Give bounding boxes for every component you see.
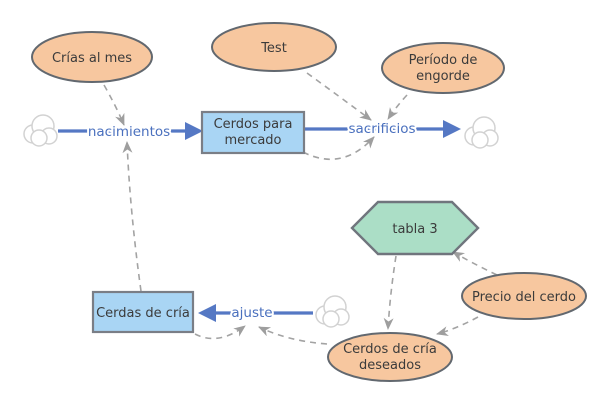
link-test-to-sacrificios: [306, 72, 372, 121]
aux-ellipse: [381, 42, 505, 94]
cloud-icon: [464, 116, 499, 149]
aux-crias-al-mes[interactable]: Crías al mes: [31, 31, 153, 83]
stock-box: [200, 110, 306, 155]
link-crias-al-mes-to-nacimientos: [103, 84, 125, 126]
flow-label-ajuste[interactable]: ajuste: [229, 303, 274, 323]
flow-arrowhead-icon: [443, 120, 461, 138]
flow-arrowhead-icon: [198, 304, 216, 322]
aux-ellipse: [327, 332, 453, 382]
stock-label: Cerdas de cría: [96, 306, 190, 321]
aux-label: Crías al mes: [52, 51, 132, 66]
stock-label-line1: Cerdos para: [214, 117, 293, 132]
flow-ajuste[interactable]: [198, 304, 313, 322]
aux-label-line1: Período de: [409, 53, 478, 68]
lookup-label: tabla 3: [392, 222, 437, 237]
flow-sacrificios[interactable]: [304, 120, 461, 138]
cloud-icon: [315, 295, 350, 328]
aux-ellipse: [31, 31, 153, 83]
link-cerdas-de-cria-to-ajuste: [194, 325, 246, 340]
flow-label-nacimientos[interactable]: nacimientos: [86, 122, 172, 142]
flow-arrowhead-icon: [185, 122, 203, 140]
aux-precio-del-cerdo[interactable]: Precio del cerdo: [461, 272, 587, 320]
aux-label-line2: engorde: [416, 69, 470, 84]
link-cerdos-para-mercado-to-sacrificios: [302, 136, 375, 160]
link-precio-del-cerdo-to-cerdos-de-cria-deseados: [436, 316, 479, 337]
link-cerdos-de-cria-deseados-to-ajuste: [258, 326, 328, 345]
stock-cerdas-de-cria[interactable]: Cerdas de cría: [91, 290, 195, 334]
stock-box: [91, 290, 195, 334]
aux-cerdos-de-cria-deseados[interactable]: Cerdos de cría deseados: [327, 332, 453, 382]
lookup-hexagon: [350, 200, 480, 256]
link-periodo-de-engorde-to-sacrificios: [387, 94, 408, 120]
stock-cerdos-para-mercado[interactable]: Cerdos para mercado: [200, 110, 306, 155]
cloud-icon: [23, 114, 58, 147]
link-cerdas-de-cria-to-nacimientos: [122, 141, 142, 292]
link-tabla-3-to-cerdos-de-cria-deseados: [383, 255, 397, 330]
aux-label: Precio del cerdo: [472, 290, 576, 305]
aux-periodo-de-engorde[interactable]: Período de engorde: [381, 42, 505, 94]
flow-label-sacrificios[interactable]: sacrificios: [347, 119, 418, 139]
aux-test[interactable]: Test: [211, 22, 337, 72]
aux-ellipse: [211, 22, 337, 72]
aux-label: Test: [260, 41, 287, 56]
flow-nacimientos[interactable]: [58, 122, 203, 140]
aux-label-line1: Cerdos de cría: [343, 342, 437, 357]
link-precio-del-cerdo-to-tabla-3: [452, 251, 498, 276]
lookup-tabla-3[interactable]: tabla 3: [350, 200, 480, 256]
stock-label-line2: mercado: [224, 133, 281, 148]
aux-ellipse: [461, 272, 587, 320]
aux-label-line2: deseados: [359, 358, 421, 373]
